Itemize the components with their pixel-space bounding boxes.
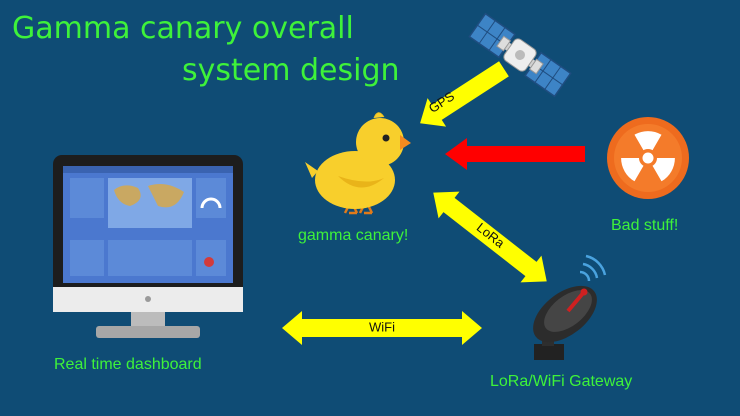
lora-arrow [433,191,547,283]
canary-label: gamma canary! [298,227,409,244]
title-line-2: system design [182,53,400,88]
dashboard-label: Real time dashboard [54,356,202,373]
wifi-label: WiFi [369,319,395,334]
radiation-arrow [445,138,585,170]
bad-stuff-label: Bad stuff! [611,217,679,234]
gps-arrow [420,61,509,127]
wifi-arrow [282,311,482,345]
gateway-label: LoRa/WiFi Gateway [490,373,633,390]
satellite-dish-icon [533,254,607,360]
radiation-icon [607,117,689,199]
satellite-icon [468,12,572,98]
monitor-icon [53,155,243,338]
title-line-1: Gamma canary overall [12,11,354,46]
canary-bird-icon [305,112,411,215]
